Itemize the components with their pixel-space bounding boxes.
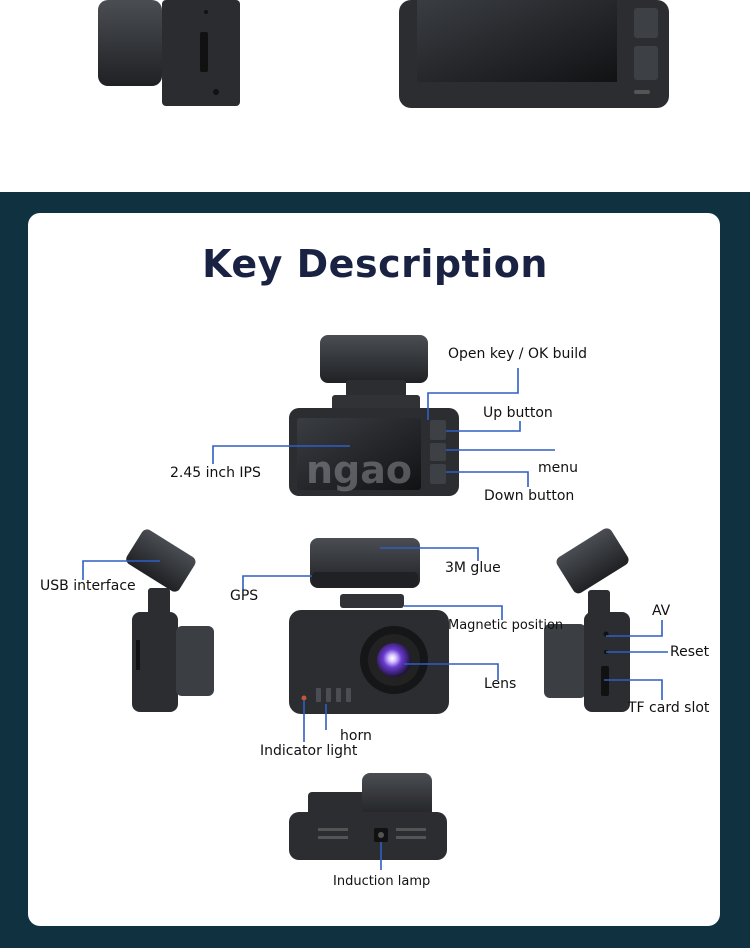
- top-screen-device: [399, 0, 669, 108]
- leader-glue: [380, 547, 479, 561]
- dashcam-front-view: [289, 538, 449, 714]
- leader-open-key: [427, 368, 519, 420]
- dashcam-screen-view: [289, 335, 459, 496]
- leader-down-button: [446, 471, 529, 487]
- page-title: Key Description: [202, 242, 548, 286]
- leader-lens: [404, 663, 499, 680]
- leader-lines: [82, 368, 668, 870]
- leader-gps: [242, 575, 312, 590]
- label-ips: 2.45 inch IPS: [170, 465, 261, 481]
- leader-tf: [604, 679, 663, 700]
- dashcam-right-side: [544, 528, 630, 712]
- label-induction: Induction lamp: [333, 874, 431, 889]
- label-usb: USB interface: [40, 578, 136, 594]
- leader-magnetic: [404, 605, 503, 620]
- label-open-key: Open key / OK build: [448, 346, 588, 362]
- top-side-device: [98, 0, 240, 106]
- label-glue: 3M glue: [445, 560, 501, 576]
- label-tf: TF card slot: [628, 700, 710, 716]
- label-magnetic: Magnetic position: [448, 618, 564, 633]
- label-indicator: Indicator light: [260, 743, 358, 759]
- label-lens: Lens: [484, 676, 517, 692]
- label-av: AV: [652, 603, 671, 619]
- label-gps: GPS: [230, 588, 259, 604]
- label-horn: horn: [340, 728, 372, 744]
- leader-av: [606, 620, 663, 637]
- label-menu: menu: [538, 460, 578, 476]
- dashcam-bottom-view: [289, 773, 447, 860]
- watermark-text: ngao: [306, 448, 412, 492]
- label-down-button: Down button: [484, 488, 575, 504]
- label-reset: Reset: [670, 644, 710, 660]
- leader-usb: [82, 560, 160, 580]
- leader-ips: [212, 445, 350, 464]
- leader-up-button: [446, 421, 521, 432]
- dashcam-left-side: [126, 529, 214, 712]
- label-up-button: Up button: [483, 405, 553, 421]
